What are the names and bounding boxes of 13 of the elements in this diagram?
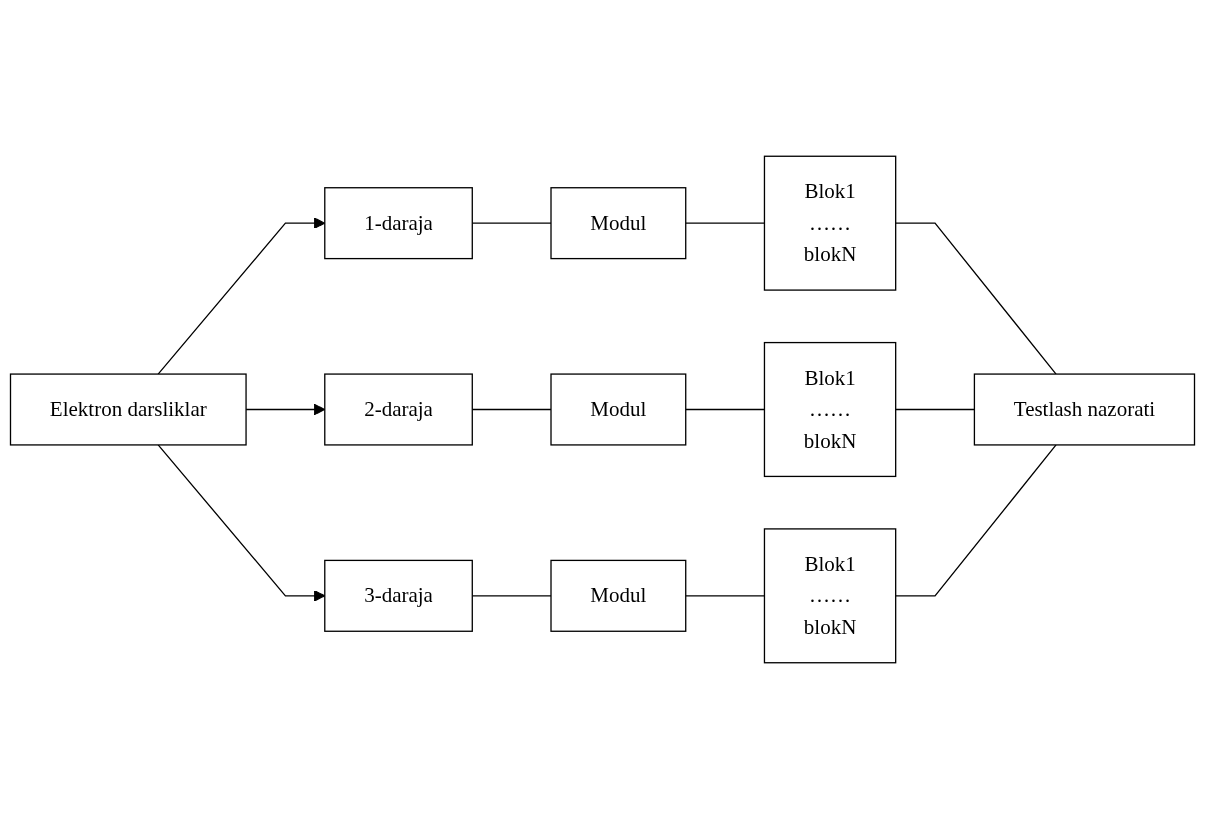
connector [895,222,1057,375]
node-box: 3-daraja [324,559,473,632]
node-box: Modul [550,559,687,632]
connector [895,444,1057,597]
node-box: 1-daraja [324,187,473,260]
node-box: Elektron darsliklar [9,373,247,446]
node-box: Modul [550,187,687,260]
node-box: Blok1 …… blokN [763,528,897,664]
node-box: Testlash nazorati [973,373,1196,446]
node-box: Modul [550,373,687,446]
node-box: Blok1 …… blokN [763,341,897,478]
node-box: Blok1 …… blokN [763,155,897,291]
node-box: 2-daraja [324,373,473,446]
